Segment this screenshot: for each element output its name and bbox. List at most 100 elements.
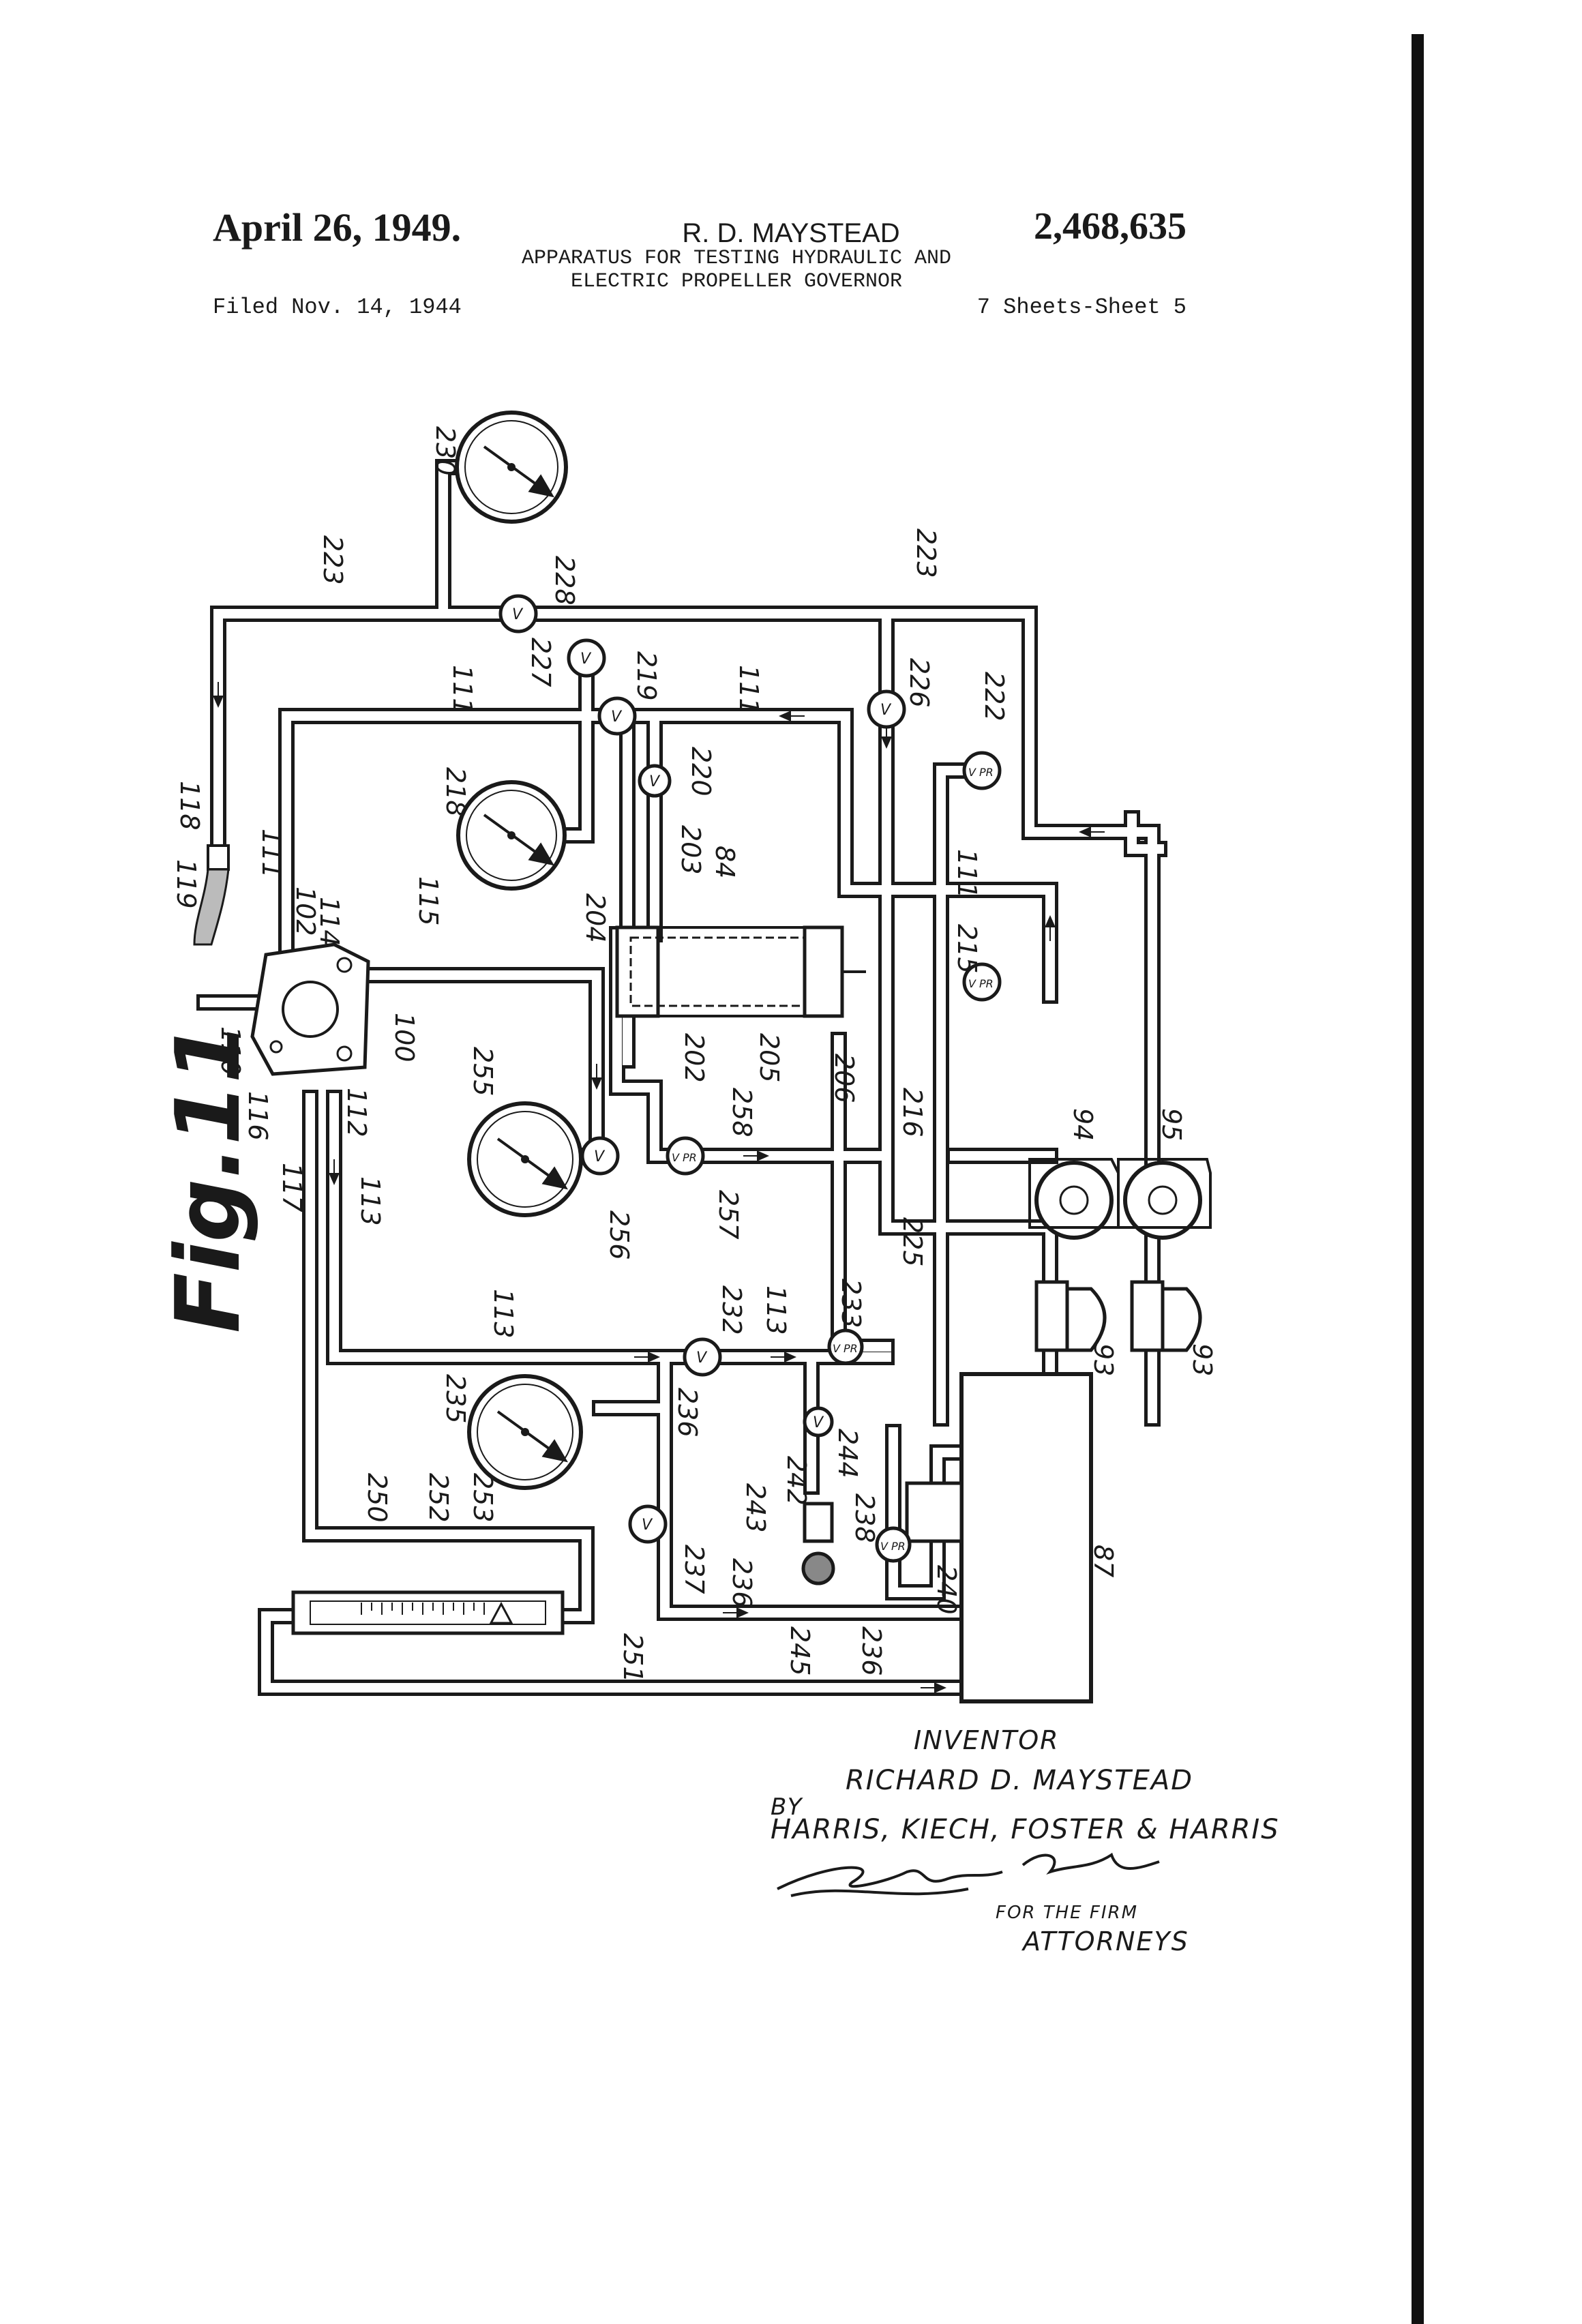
label-233: 233 bbox=[836, 1279, 866, 1328]
label-119: 119 bbox=[171, 859, 201, 909]
label-258: 258 bbox=[727, 1088, 757, 1137]
label-232: 232 bbox=[717, 1285, 747, 1335]
label-202: 202 bbox=[679, 1033, 709, 1083]
label-114: 114 bbox=[314, 897, 344, 947]
gauge-218 bbox=[456, 780, 567, 891]
attorney-firm: HARRIS, KIECH, FOSTER & HARRIS bbox=[771, 1814, 1280, 1845]
label-236-a: 236 bbox=[672, 1388, 702, 1437]
valve-238: V PR bbox=[875, 1526, 912, 1563]
svg-text:V: V bbox=[512, 606, 524, 623]
label-112: 112 bbox=[342, 1088, 372, 1137]
label-253: 253 bbox=[468, 1473, 498, 1523]
svg-text:V PR: V PR bbox=[968, 977, 994, 990]
patent-date: April 26, 1949. bbox=[213, 205, 462, 250]
by-label: BY bbox=[771, 1793, 803, 1821]
attorneys-label: ATTORNEYS bbox=[1023, 1926, 1189, 1956]
svg-text:V: V bbox=[580, 651, 592, 668]
label-226: 226 bbox=[904, 658, 934, 708]
motor-93-right bbox=[1130, 1280, 1202, 1352]
label-218: 218 bbox=[441, 767, 471, 817]
label-255: 255 bbox=[468, 1047, 498, 1097]
label-242: 242 bbox=[781, 1456, 811, 1506]
label-223-right: 223 bbox=[911, 528, 941, 578]
label-230: 230 bbox=[430, 426, 460, 476]
pump-94 bbox=[1028, 1158, 1120, 1240]
sheet-count: 7 Sheets-Sheet 5 bbox=[976, 295, 1186, 320]
label-115: 115 bbox=[413, 876, 443, 926]
label-251: 251 bbox=[618, 1633, 648, 1683]
label-87: 87 bbox=[1088, 1545, 1118, 1577]
handwritten-signature bbox=[777, 1852, 1160, 1897]
label-110: 110 bbox=[215, 1026, 245, 1076]
label-117: 117 bbox=[277, 1163, 307, 1212]
valve-226: V bbox=[867, 689, 906, 729]
scan-edge-border bbox=[1412, 34, 1424, 2324]
valve-232: V bbox=[683, 1337, 722, 1377]
label-113-c: 113 bbox=[761, 1285, 791, 1335]
valve-symbols: V V V V V V PR V PR V V PR V V PR V V V … bbox=[498, 594, 1002, 1585]
reference-numerals: 230 223 223 228 227 219 226 222 111 111 … bbox=[171, 426, 1217, 1683]
test-cylinder-84 bbox=[615, 925, 866, 1018]
label-219: 219 bbox=[631, 651, 661, 701]
label-237: 237 bbox=[679, 1545, 709, 1594]
flow-arrows bbox=[213, 682, 1105, 1693]
label-238: 238 bbox=[850, 1493, 880, 1543]
patent-number: 2,468,635 bbox=[1034, 205, 1186, 248]
svg-text:V: V bbox=[880, 702, 892, 719]
valve-228: V bbox=[498, 594, 538, 634]
pump-95 bbox=[1117, 1158, 1212, 1240]
valve-256: V bbox=[580, 1136, 620, 1176]
label-205: 205 bbox=[754, 1033, 784, 1083]
patent-title-line-1: APPARATUS FOR TESTING HYDRAULIC AND bbox=[521, 247, 952, 270]
label-111-a: 111 bbox=[447, 665, 477, 715]
label-95: 95 bbox=[1156, 1108, 1186, 1141]
valve-237: V bbox=[628, 1504, 668, 1544]
label-215: 215 bbox=[952, 924, 982, 974]
svg-text:V PR: V PR bbox=[672, 1151, 697, 1164]
label-256: 256 bbox=[604, 1210, 634, 1260]
label-252: 252 bbox=[423, 1473, 453, 1523]
label-235: 235 bbox=[441, 1374, 471, 1424]
label-118: 118 bbox=[175, 781, 205, 831]
label-228: 228 bbox=[550, 556, 580, 606]
label-204: 204 bbox=[580, 893, 610, 943]
label-102: 102 bbox=[290, 887, 320, 936]
svg-text:V: V bbox=[649, 773, 661, 790]
svg-text:V PR: V PR bbox=[833, 1342, 858, 1355]
label-250: 250 bbox=[362, 1473, 392, 1523]
label-257: 257 bbox=[713, 1190, 743, 1240]
patent-title-line-2: ELECTRIC PROPELLER GOVERNOR bbox=[570, 270, 903, 293]
filed-date: Filed Nov. 14, 1944 bbox=[213, 295, 462, 320]
svg-text:V: V bbox=[813, 1414, 824, 1431]
governor-unit-100 bbox=[250, 942, 370, 1076]
inventor-label: INVENTOR bbox=[914, 1725, 1060, 1755]
svg-text:V: V bbox=[594, 1148, 606, 1165]
label-116: 116 bbox=[243, 1091, 273, 1141]
svg-text:V: V bbox=[611, 709, 623, 726]
label-113-a: 113 bbox=[355, 1176, 385, 1226]
label-111-d: 111 bbox=[256, 829, 286, 878]
label-240: 240 bbox=[931, 1565, 961, 1615]
motor-93-left bbox=[1034, 1280, 1107, 1352]
flowmeter-250 bbox=[291, 1590, 565, 1635]
label-223-left: 223 bbox=[318, 535, 348, 585]
hose-coupling-118 bbox=[193, 844, 230, 946]
label-84: 84 bbox=[710, 846, 740, 878]
label-113-b: 113 bbox=[488, 1289, 518, 1339]
valve-257: V PR bbox=[666, 1136, 705, 1176]
valve-222: V PR bbox=[962, 751, 1002, 790]
label-236-b: 236 bbox=[727, 1558, 757, 1608]
reservoir-87 bbox=[905, 1372, 1093, 1703]
check-valve-243 bbox=[803, 1502, 834, 1543]
valve-244: V bbox=[803, 1406, 834, 1437]
label-111-c: 111 bbox=[952, 849, 982, 899]
gauge-230 bbox=[455, 411, 568, 524]
valve-245 bbox=[801, 1551, 835, 1585]
valve-219: V bbox=[597, 696, 637, 736]
label-244: 244 bbox=[833, 1429, 863, 1478]
label-245: 245 bbox=[785, 1626, 815, 1676]
figure-label: Fig.11 bbox=[156, 1022, 260, 1333]
valve-215: V PR bbox=[962, 962, 1002, 1002]
